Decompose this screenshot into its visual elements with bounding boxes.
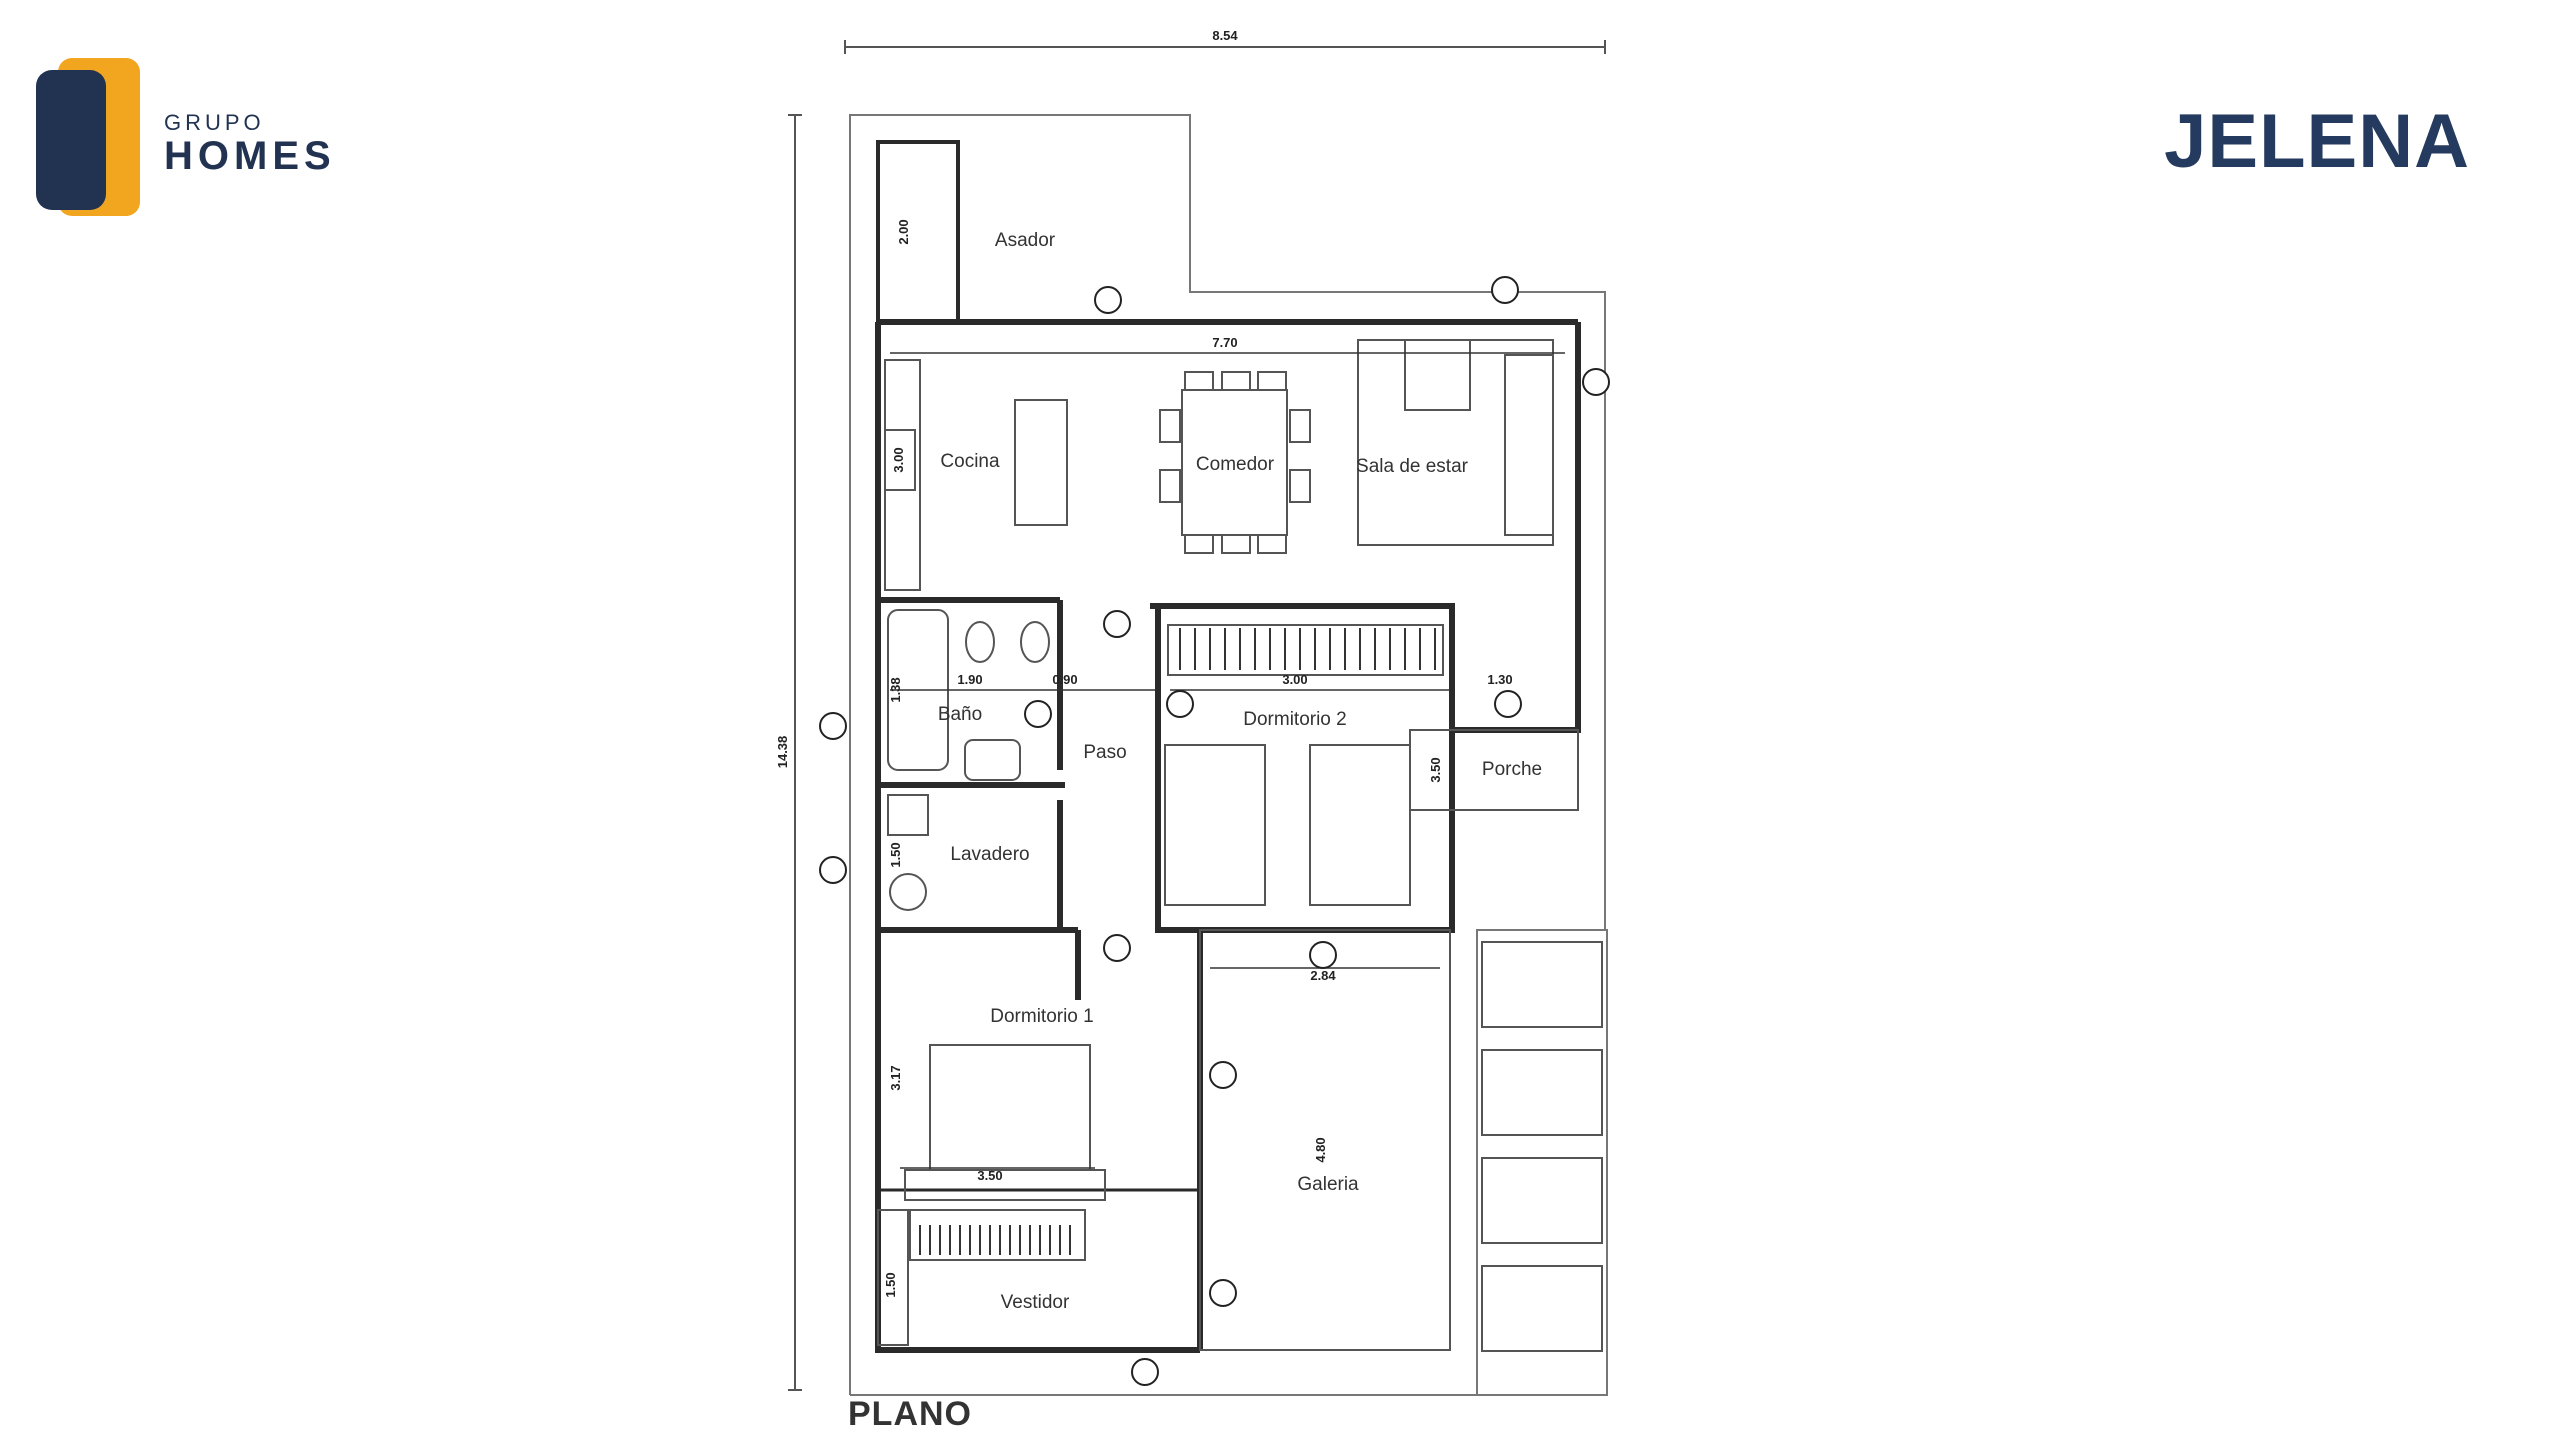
window-marker-icon [819, 856, 847, 884]
room-label-galeria: Galeria [1297, 1174, 1359, 1195]
logo-text-homes: HOMES [164, 134, 336, 178]
room-label-porche: Porche [1482, 759, 1542, 780]
floor-plan: 8.54 7.70 1.90 0.90 3.00 1.30 3.50 2.84 … [775, 28, 1610, 1396]
room-label-paso: Paso [1083, 742, 1126, 763]
dim-hall-width: 0.90 [1052, 672, 1077, 687]
window-marker-icon [819, 712, 847, 740]
room-label-lavadero: Lavadero [950, 844, 1029, 865]
dim-closet-depth: 1.50 [883, 1272, 898, 1297]
dim-living-width: 7.70 [1212, 335, 1237, 350]
dim-laundry-depth: 1.50 [888, 842, 903, 867]
brand-title: JELENA [2164, 99, 2470, 184]
room-label-dormitorio-2: Dormitorio 2 [1243, 709, 1346, 730]
dim-total-width: 8.54 [1212, 28, 1238, 43]
door-marker-icon [1103, 934, 1131, 962]
room-label-bano: Baño [938, 704, 982, 725]
dim-bedroom2-width: 3.00 [1282, 672, 1307, 687]
window-marker-icon [1491, 276, 1519, 304]
dim-bath-width: 1.90 [957, 672, 982, 687]
door-marker-icon [1024, 700, 1052, 728]
plan-caption: PLANO [848, 1395, 972, 1433]
window-marker-icon [1309, 941, 1337, 969]
dim-bedroom2-depth: 3.50 [1428, 757, 1443, 782]
logo-mark-icon [36, 58, 140, 216]
dim-kitchen-counter: 3.00 [891, 447, 906, 472]
room-label-sala: Sala de estar [1356, 456, 1469, 477]
room-label-cocina: Cocina [940, 451, 1000, 472]
dim-total-length: 14.38 [775, 736, 790, 769]
dim-bedroom1-depth: 3.17 [888, 1065, 903, 1090]
dim-bath-depth: 1.38 [888, 677, 903, 702]
dim-asador-depth: 2.00 [896, 219, 911, 244]
dim-porch-width: 1.30 [1487, 672, 1512, 687]
door-marker-icon [1494, 690, 1522, 718]
grupo-homes-logo: GRUPO HOMES [36, 52, 336, 222]
door-marker-icon [1166, 690, 1194, 718]
window-marker-icon [1131, 1358, 1159, 1386]
room-label-asador: Asador [995, 230, 1056, 251]
window-marker-icon [1209, 1061, 1237, 1089]
window-marker-icon [1094, 286, 1122, 314]
dim-gallery-width: 2.84 [1310, 968, 1336, 983]
room-label-comedor: Comedor [1196, 454, 1275, 475]
room-label-vestidor: Vestidor [1001, 1292, 1070, 1313]
room-label-dormitorio-1: Dormitorio 1 [990, 1006, 1093, 1027]
dim-gallery-depth: 4.80 [1313, 1137, 1328, 1162]
window-marker-icon [1582, 368, 1610, 396]
window-marker-icon [1209, 1279, 1237, 1307]
logo-text-grupo: GRUPO [164, 110, 265, 135]
door-marker-icon [1103, 610, 1131, 638]
dim-bedroom1-width: 3.50 [977, 1168, 1002, 1183]
